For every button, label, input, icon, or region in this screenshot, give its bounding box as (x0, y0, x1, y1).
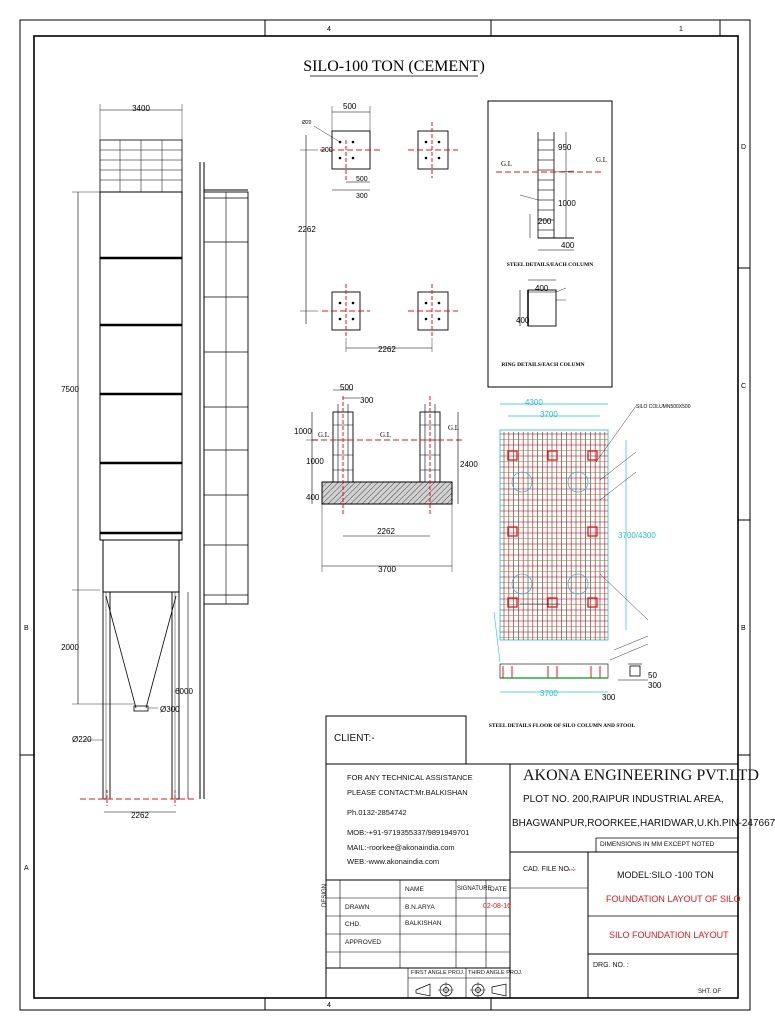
dim-mesh-outer: 4300 (525, 398, 543, 407)
dim-col-vertical: 2262 (298, 225, 316, 234)
steel-detail-box (487, 100, 613, 388)
layout-title-2: SILO FOUNDATION LAYOUT (609, 930, 729, 940)
silo-elevation (72, 104, 249, 813)
dim-leg-height: 6000 (175, 687, 193, 696)
gl-label: G.L (318, 431, 329, 439)
column-plan (300, 106, 458, 352)
dim-leg-dia: Ø220 (72, 735, 92, 744)
dim-col-width: 500 (343, 102, 357, 111)
dim-steel-bend: 200 (538, 217, 552, 226)
dim-bolt-spacing: 200 (321, 147, 333, 154)
mesh-plan (493, 403, 649, 693)
assist-mobile: MOB:-+91-9719355337/9891949701 (347, 828, 470, 837)
mesh-callout: SILO COLUMN500X500 (636, 404, 691, 410)
dim-sec-spacing: 2262 (377, 527, 395, 536)
outer-border (19, 19, 751, 1011)
dim-mesh-inner: 3700 (540, 410, 558, 419)
dim-sec-slab: 400 (306, 493, 320, 502)
model-label: MODEL:SILO -100 TON (617, 870, 714, 880)
header-name: NAME (405, 886, 424, 893)
header-date: DATE (490, 886, 507, 893)
assist-line-2: PLEASE CONTACT:Mr.BALKISHAN (347, 788, 468, 797)
row-checked-name: BALKISHAN (405, 920, 442, 927)
dim-silo-height: 7500 (61, 385, 79, 394)
assist-web: WEB:-www.akonaindia.com (347, 857, 440, 866)
row-drawn-role: DRAWN (345, 904, 370, 911)
dim-ring-width: 400 (535, 284, 549, 293)
dim-mesh-bottom: 3700 (540, 689, 558, 698)
assist-line-1: FOR ANY TECHNICAL ASSISTANCE (347, 773, 473, 782)
design-vertical-label: DESIGN (322, 883, 328, 907)
third-angle-symbol (470, 982, 507, 998)
drawing-number-label: DRG. NO. : (593, 962, 629, 969)
zone-label-right: C (741, 383, 746, 390)
dim-silo-width: 3400 (132, 104, 150, 113)
row-drawn-name: B.N.ARYA (405, 904, 435, 911)
dim-steel-width: 400 (561, 241, 575, 250)
assist-phone: Ph.0132-2854742 (347, 808, 407, 817)
zone-label-right: D (741, 144, 746, 151)
first-angle-symbol (415, 982, 454, 998)
title-block-lines (325, 715, 738, 998)
dim-bolt-dia: Ø20 (302, 120, 312, 126)
dim-sec-total: 2400 (460, 460, 478, 469)
assist-mail: MAIL:-roorkee@akonaindia.com (347, 843, 455, 852)
client-label: CLIENT:- (334, 733, 375, 744)
dim-sec-offset: 300 (360, 396, 374, 405)
dim-outlet-dia: Ø300 (160, 705, 180, 714)
gl-label: G.L (380, 431, 391, 439)
company-address-1: PLOT NO. 200,RAIPUR INDUSTRIAL AREA, (523, 794, 724, 805)
company-address-2: BHAGWANPUR,ROORKEE,HARIDWAR,U.Kh.PIN-247… (512, 818, 775, 829)
row-approved-role: APPROVED (345, 939, 382, 946)
dim-sec-col: 500 (340, 383, 354, 392)
drawing-title: SILO-100 TON (CEMENT) (303, 58, 485, 75)
zone-label-right: B (741, 625, 746, 632)
header-signature: SIGNATURE (457, 886, 492, 892)
gl-label: G.L (501, 160, 512, 168)
zone-label-left: B (24, 625, 29, 632)
first-angle-label: FIRST ANGLE PROJ. (411, 970, 465, 976)
dim-steel-lower: 1000 (558, 199, 576, 208)
dim-stool-c: 300 (602, 693, 616, 702)
gl-label: G.L (596, 156, 607, 164)
mesh-caption: STEEL DETAILS FLOOR OF SILO COLUMN AND S… (489, 723, 636, 729)
dim-steel-upper: 950 (558, 143, 572, 152)
dim-cone-height: 2000 (61, 643, 79, 652)
dim-sec-below: 1000 (306, 457, 324, 466)
rebar-grid (500, 432, 608, 640)
dim-sec-width: 3700 (378, 565, 396, 574)
dimensions-note: DIMENSIONS IN MM EXCEPT NOTED (600, 841, 715, 848)
zone-label-top: 1 (679, 26, 683, 33)
dim-leg-spacing: 2262 (131, 811, 149, 820)
zone-label-top: 4 (327, 26, 331, 33)
cad-file-label: CAD. FILE NO. : (523, 866, 575, 873)
cad-file-value: --- (568, 865, 576, 874)
dim-mesh-side: 3700/4300 (618, 531, 656, 540)
company-name: AKONA ENGINEERING PVT.LTD (523, 767, 759, 784)
zone-label-left: A (24, 865, 29, 872)
dim-col-horizontal: 2262 (378, 345, 396, 354)
dim-col-base: 500 (356, 176, 368, 183)
sheet-label: SHT. OF (698, 989, 722, 995)
dim-sec-above: 1000 (294, 427, 312, 436)
layout-title: FOUNDATION LAYOUT OF SILO (606, 894, 741, 904)
inner-border (33, 35, 739, 999)
zone-label-bottom: 4 (327, 1002, 331, 1009)
steel-detail-caption: STEEL DETAILS/EACH COLUMN (507, 262, 593, 268)
row-drawn-date: 02-08-16 (483, 903, 512, 910)
foundation-section (306, 389, 462, 572)
dim-stool-a: 50 (648, 671, 657, 680)
dim-stool-b: 300 (648, 681, 662, 690)
dim-col-offset: 300 (356, 193, 368, 200)
third-angle-label: THIRD ANGLE PROJ. (468, 970, 523, 976)
dim-ring-height: 400 (516, 316, 530, 325)
gl-label: G.L (448, 424, 459, 432)
ring-detail-caption: RING DETAILS/EACH COLUMN (501, 362, 584, 368)
row-checked-role: CHD. (345, 921, 361, 928)
